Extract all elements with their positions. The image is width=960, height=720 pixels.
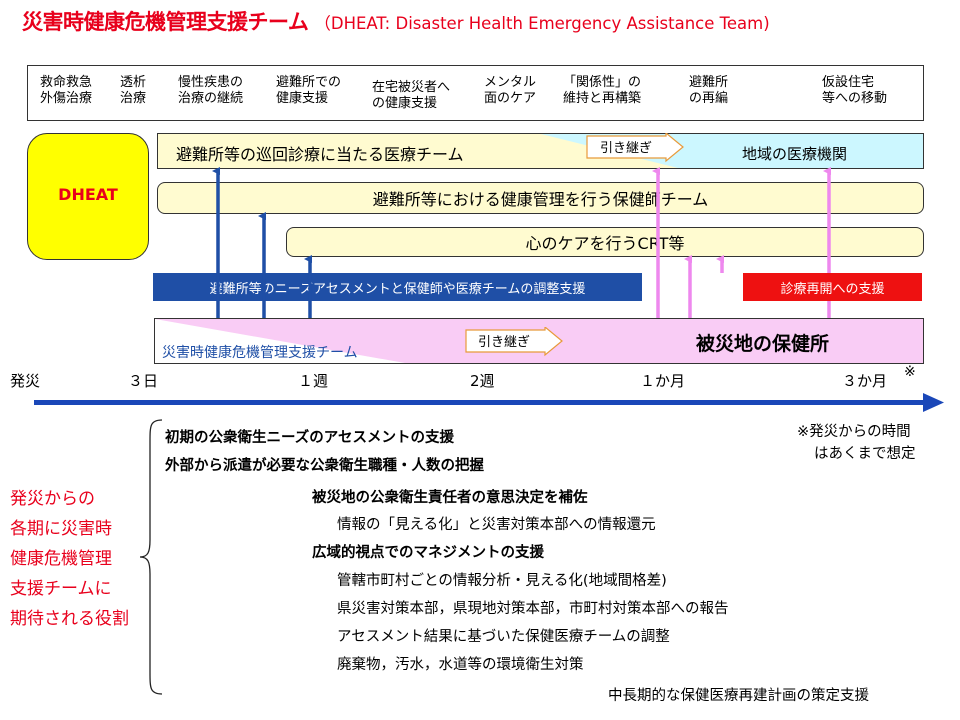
timeline-label: ３か月: [842, 372, 888, 390]
role-item: 広域的視点でのマネジメントの支援: [312, 545, 544, 561]
timeline-note: はあくまで想定: [814, 446, 916, 462]
clinic-reopen-box: 診療再開への支援: [743, 273, 922, 301]
stage-item: 透析治療: [120, 75, 147, 106]
handover-top-arrow: [586, 133, 684, 163]
handover-top-label: 引き継ぎ: [600, 141, 653, 156]
dheat-box: DHEAT: [27, 133, 149, 260]
timeline-label: 2週: [470, 372, 495, 390]
stage-item: 在宅被災者への健康支援: [372, 80, 451, 111]
role-item: 被災地の公衆衛生責任者の意思決定を補佐: [312, 490, 588, 506]
role-item: 管轄市町村ごとの情報分析・見える化(地域間格差): [337, 573, 667, 589]
role-item: 中長期的な保健医療再建計画の策定支援: [608, 688, 869, 704]
needs-assessment-label: 避難所等のニーズアセスメントと保健師や医療チームの調整支援: [209, 281, 586, 297]
roles-brace: [139, 419, 163, 695]
nurse-team-bar: 避難所等における健康管理を行う保健師チーム: [157, 182, 924, 214]
role-item: 廃棄物，汚水，水道等の環境衛生対策: [337, 657, 584, 673]
timeline-label: １か月: [640, 372, 686, 390]
health-center-label: 被災地の保健所: [696, 333, 830, 355]
role-item: 外部から派遣が必要な公衆衛生職種・人数の把握: [165, 458, 484, 474]
needs-assessment-box: 避難所等のニーズアセスメントと保健師や医療チームの調整支援: [153, 273, 642, 301]
page-title: 災害時健康危機管理支援チーム （DHEAT: Disaster Health Em…: [22, 6, 770, 36]
stage-item: メンタル面のケア: [484, 75, 537, 106]
role-item: 県災害対策本部，県現地対策本部，市町村対策本部への報告: [337, 601, 729, 617]
stage-item: 慢性疾患の治療の継続: [178, 75, 244, 106]
nurse-team-label: 避難所等における健康管理を行う保健師チーム: [372, 190, 709, 209]
crt-label: 心のケアを行うCRT等: [525, 234, 685, 253]
role-item: 初期の公衆衛生ニーズのアセスメントの支援: [165, 430, 454, 446]
roles-heading: 発災からの 各期に災害時 健康危機管理 支援チームに 期待される役割: [10, 489, 129, 629]
stage-item: 「関係性」の維持と再構築: [563, 75, 642, 106]
role-item: アセスメント結果に基づいた保健医療チームの調整: [337, 629, 670, 645]
title-subtitle: （DHEAT: Disaster Health Emergency Assist…: [314, 14, 770, 33]
stage-item: 仮設住宅等への移動: [822, 75, 888, 106]
dheat-label: DHEAT: [58, 185, 118, 204]
stages-box: [27, 65, 924, 121]
local-medical-label: 地域の医療機関: [742, 145, 848, 163]
title-main: 災害時健康危機管理支援チーム: [22, 10, 309, 34]
timeline-label: 発災: [10, 372, 41, 390]
stage-item: 避難所での健康支援: [276, 75, 342, 106]
dheat-full-label: 災害時健康危機管理支援チーム: [162, 345, 358, 361]
stage-item: 救命救急外傷治療: [40, 75, 93, 106]
timeline-note: ※発災からの時間: [797, 424, 911, 440]
clinic-team-label: 避難所等の巡回診療に当たる医療チーム: [176, 145, 464, 164]
handover-bottom-label: 引き継ぎ: [478, 335, 531, 350]
handover-bottom-arrow: [465, 327, 563, 357]
clinic-team-bar: [157, 133, 924, 169]
timeline-arrow: [34, 393, 944, 412]
clinic-reopen-label: 診療再開への支援: [780, 281, 885, 297]
role-item: 情報の「見える化」と災害対策本部への情報還元: [337, 517, 656, 533]
stage-item: 避難所の再編: [689, 75, 729, 106]
timeline-asterisk: ※: [904, 364, 916, 380]
timeline-label: ３日: [128, 372, 159, 390]
timeline-label: １週: [298, 372, 329, 390]
crt-bar: 心のケアを行うCRT等: [286, 227, 924, 257]
